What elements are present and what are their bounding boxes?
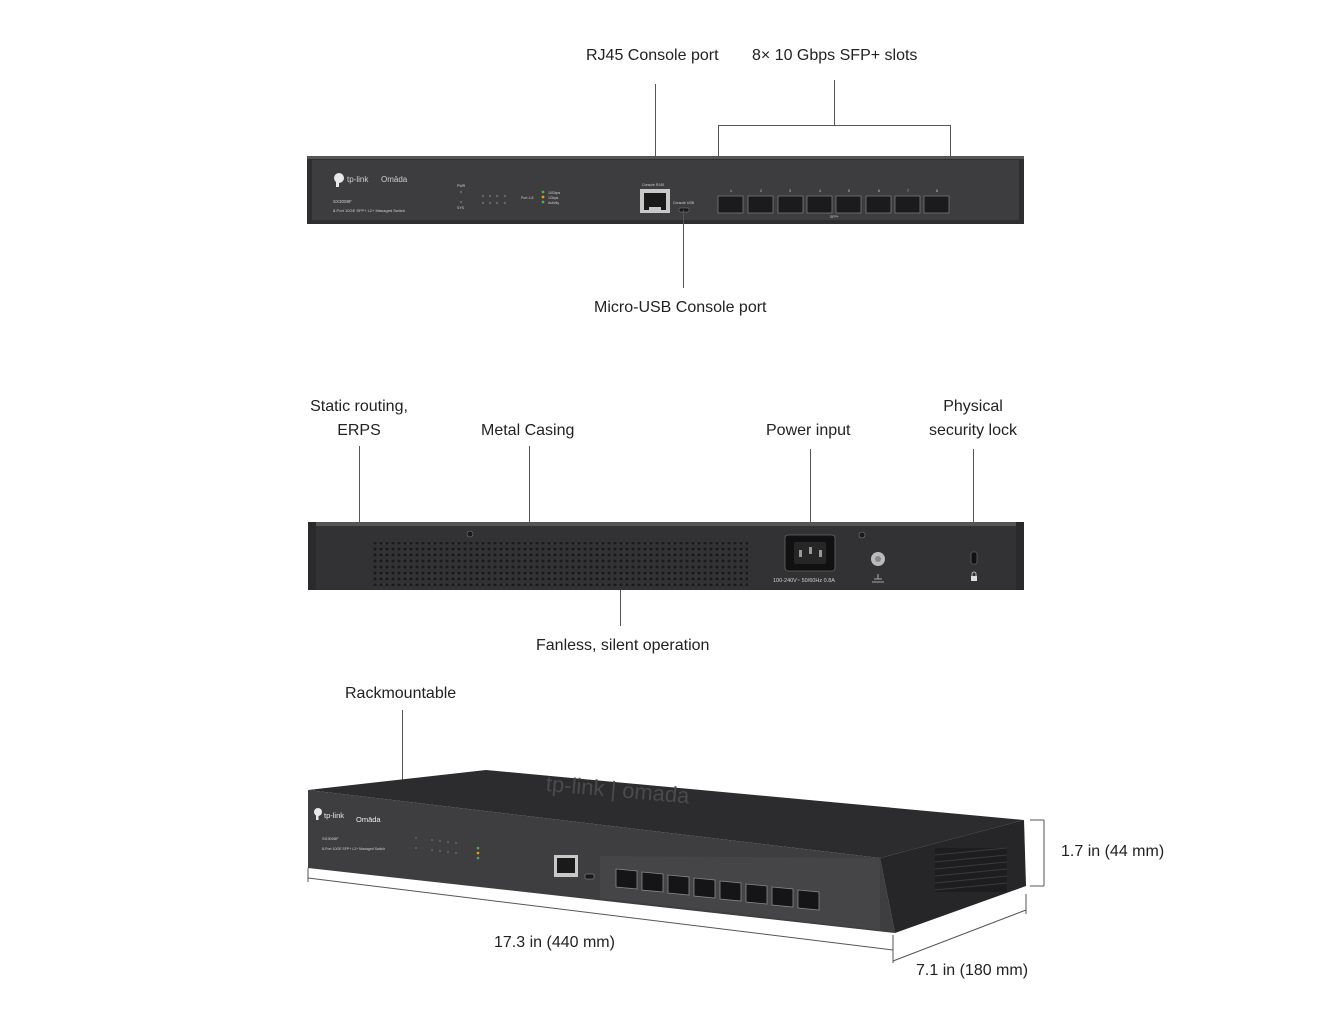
front-panel-image: tp-link Omāda SX3008F 8-Port 10GE SFP+ L… bbox=[307, 156, 1024, 224]
callout-line-rackmountable bbox=[402, 710, 403, 782]
persp-logo-sub: Omāda bbox=[356, 815, 381, 824]
label-rj45-console: RJ45 Console port bbox=[586, 47, 719, 64]
persp-model: SX3008F bbox=[322, 836, 339, 841]
persp-logo-brand: tp-link bbox=[324, 811, 344, 820]
label-static-routing-2: ERPS bbox=[337, 422, 381, 439]
rear-panel-image: 100-240V~ 50/60Hz 0.8A bbox=[308, 522, 1024, 590]
front-port-leds-label: Port 1-8 bbox=[521, 196, 534, 200]
sfp-num-8: 8 bbox=[936, 189, 938, 193]
front-logo-brand: tp-link bbox=[347, 175, 369, 184]
callout-line-power bbox=[810, 449, 811, 551]
label-depth: 7.1 in (180 mm) bbox=[916, 962, 1029, 979]
sfp-num-5: 5 bbox=[848, 189, 850, 193]
persp-description: 8-Port 10GE SFP+ L2+ Managed Switch bbox=[322, 847, 385, 851]
callout-line-usb bbox=[683, 210, 684, 288]
label-micro-usb: Micro-USB Console port bbox=[594, 299, 767, 316]
sfp-num-2: 2 bbox=[760, 189, 762, 193]
callout-line-sfp bbox=[834, 80, 835, 125]
callout-line-static-routing bbox=[359, 446, 360, 523]
front-sys-label: SYS bbox=[457, 206, 465, 210]
label-security-lock-1: Physical bbox=[943, 398, 1003, 415]
label-fanless: Fanless, silent operation bbox=[536, 637, 710, 654]
front-console-rj45-label: Console RJ45 bbox=[642, 183, 664, 187]
rear-power-rating: 100-240V~ 50/60Hz 0.8A bbox=[773, 578, 835, 584]
label-metal-casing: Metal Casing bbox=[481, 422, 575, 439]
sfp-num-4: 4 bbox=[819, 189, 821, 193]
label-height: 1.7 in (44 mm) bbox=[1061, 843, 1165, 860]
callout-line-metal-casing bbox=[529, 446, 530, 523]
callout-line-fanless bbox=[620, 590, 621, 626]
label-static-routing-1: Static routing, bbox=[310, 398, 408, 415]
front-model: SX3008F bbox=[333, 199, 352, 204]
label-sfp-slots: 8× 10 Gbps SFP+ slots bbox=[752, 47, 918, 64]
front-console-usb-label: Console USB bbox=[673, 201, 695, 205]
led-legend-3: Activity bbox=[548, 201, 559, 205]
callout-line-lock bbox=[973, 449, 974, 549]
label-rackmountable: Rackmountable bbox=[345, 685, 457, 702]
front-description: 8-Port 10GE SFP+ L2+ Managed Switch bbox=[333, 208, 405, 213]
label-power-input: Power input bbox=[766, 422, 851, 439]
sfp-num-1: 1 bbox=[730, 189, 732, 193]
label-security-lock-2: security lock bbox=[928, 422, 1018, 439]
label-width: 17.3 in (440 mm) bbox=[494, 934, 615, 951]
sfp-num-7: 7 bbox=[907, 189, 909, 193]
led-legend-2: 1Gbps bbox=[548, 196, 559, 200]
led-legend-1: 10Gbps bbox=[548, 191, 561, 195]
callout-line-rj45 bbox=[655, 84, 656, 182]
front-sfp-label: SFP+ bbox=[830, 215, 839, 219]
front-pwr-label: PWR bbox=[457, 184, 466, 188]
front-sfp-ports bbox=[717, 195, 950, 214]
front-logo-sub: Omāda bbox=[381, 175, 408, 184]
sfp-num-3: 3 bbox=[789, 189, 791, 193]
sfp-num-6: 6 bbox=[878, 189, 880, 193]
callout-bracket-sfp bbox=[718, 125, 951, 126]
